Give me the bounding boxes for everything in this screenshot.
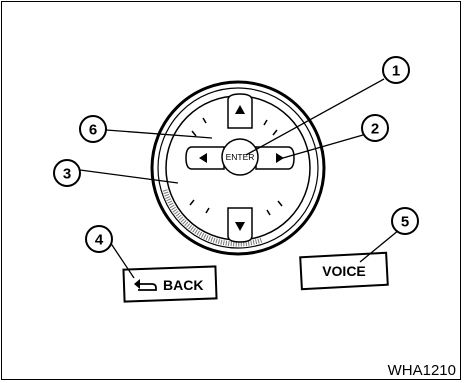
outer-ring-inner-edge	[157, 87, 319, 249]
svg-text:2: 2	[371, 121, 379, 138]
callout-5: 5	[391, 207, 419, 235]
callout-6: 6	[79, 115, 107, 143]
back-button[interactable]: BACK	[122, 265, 218, 303]
callout-2: 2	[361, 114, 389, 142]
back-label: BACK	[163, 277, 203, 293]
triangle-right-icon	[276, 153, 284, 163]
triangle-down-icon	[235, 222, 245, 231]
enter-button[interactable]: ENTER	[221, 138, 259, 176]
left-button[interactable]	[185, 146, 225, 170]
callout-4: 4	[85, 225, 113, 253]
voice-label: VOICE	[322, 263, 366, 279]
leader-lines	[79, 78, 400, 279]
callout-1: 1	[382, 56, 410, 84]
dial-knurl	[162, 189, 263, 247]
multi-function-controller: ENTER	[150, 80, 326, 256]
svg-text:3: 3	[63, 166, 71, 183]
triangle-up-icon	[235, 105, 245, 114]
figure-code: WHA1210	[387, 362, 456, 379]
back-arrow-icon	[134, 279, 157, 291]
svg-text:1: 1	[392, 63, 400, 80]
callout-3: 3	[53, 159, 81, 187]
enter-label: ENTER	[226, 152, 255, 162]
triangle-left-icon	[199, 153, 207, 163]
svg-text:5: 5	[401, 214, 409, 231]
right-button[interactable]	[255, 146, 295, 170]
dial-ticks	[189, 117, 283, 216]
down-button[interactable]	[227, 207, 253, 243]
voice-button[interactable]: VOICE	[299, 251, 389, 291]
svg-text:6: 6	[89, 122, 97, 139]
up-button[interactable]	[227, 93, 253, 129]
svg-text:4: 4	[95, 232, 104, 249]
